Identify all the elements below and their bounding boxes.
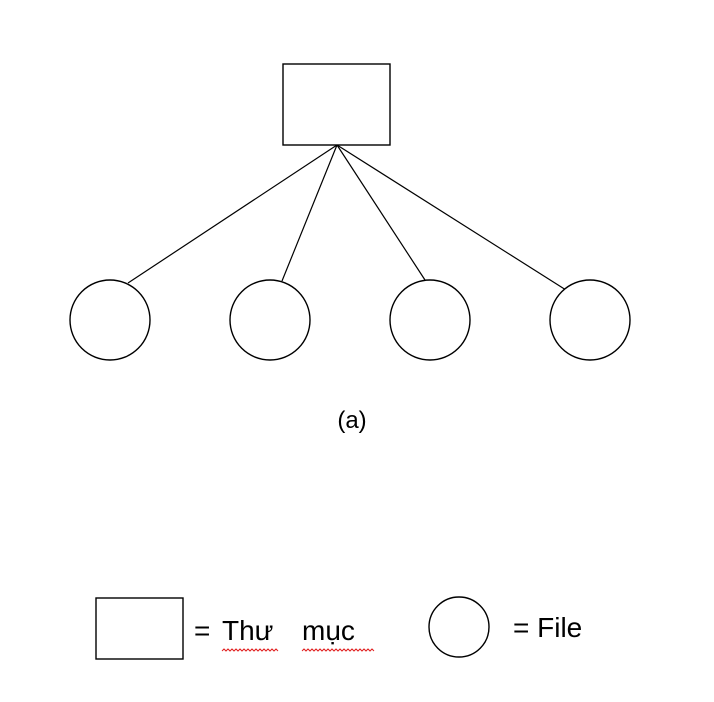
- diagram-caption: (a): [337, 407, 366, 434]
- legend-directory-symbol: [95, 597, 184, 660]
- legend-file-symbol: [428, 596, 490, 658]
- file-node-3: [389, 279, 471, 361]
- file-node-2: [229, 279, 311, 361]
- legend-directory-word-2: mục: [302, 615, 355, 646]
- spellcheck-underline-2: [301, 648, 375, 652]
- spellcheck-underline-1: [221, 648, 279, 652]
- edge-root-file-4: [336, 144, 567, 291]
- legend-directory-equals: =: [194, 615, 210, 646]
- edge-root-file-3: [336, 144, 426, 281]
- legend-directory-word-1: Thư: [222, 615, 273, 646]
- file-node-4: [549, 279, 631, 361]
- directory-node-root: [282, 63, 391, 146]
- edge-root-file-1: [127, 144, 338, 284]
- legend-file-label: = File: [513, 612, 582, 643]
- file-node-1: [69, 279, 151, 361]
- edge-root-file-2: [281, 144, 338, 282]
